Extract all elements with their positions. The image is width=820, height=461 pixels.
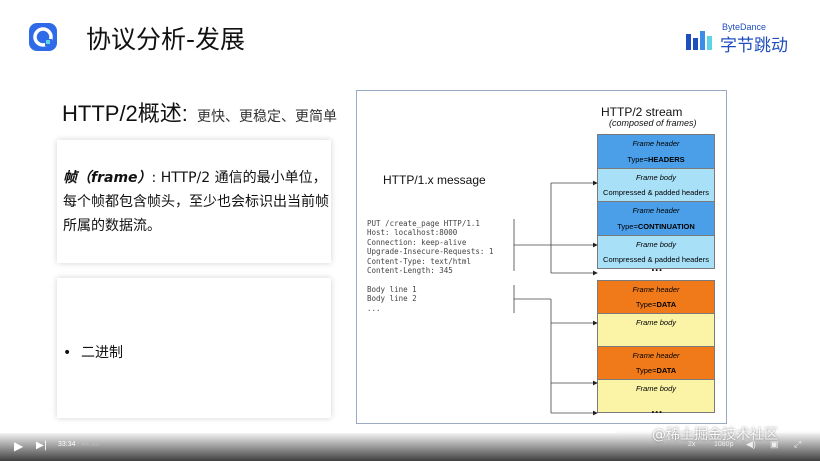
binary-card: • 二进制 [57,278,331,418]
bytedance-bars-icon [686,31,712,50]
section-subtitle: HTTP/2概述: 更快、更稳定、更简单 [62,96,337,128]
app-logo-icon [29,23,57,51]
video-player-bar: ▶ ▶| 33:34 / 44:33 2x 1080p ◀) ▣ ⤢ [0,431,820,461]
frame-label: Frame body [635,240,677,249]
stream-title: HTTP/2 stream [601,105,683,119]
subtitle-colon: : [181,101,188,126]
progress-fill [0,431,618,433]
frame-type: Type=HEADERS [598,155,714,164]
frame-type-value: CONTINUATION [637,222,695,231]
frame-header-data-1: Frame header Type=DATA [597,280,715,314]
bullet-dot: • [63,345,72,361]
page-title: 协议分析-发展 [86,25,246,54]
frame-type-value: DATA [656,300,677,309]
connector-arrows [513,180,598,416]
http1-body-code: Body line 1 Body line 2 ... [367,285,417,313]
frame-type-prefix: Type= [635,300,657,309]
frame-label: Frame body [635,173,677,182]
frame-type-prefix: Type= [617,222,638,231]
progress-track[interactable] [0,431,820,433]
volume-icon[interactable]: ◀) [746,439,756,449]
frame-type-prefix: Type= [627,155,648,164]
frame-label: Frame body [635,384,677,393]
ellipsis-1: ... [651,263,663,274]
watermark: @稀土掘金技术社区 [652,427,778,443]
frame-definition-text: 帧（frame）: HTTP/2 通信的最小单位，每个帧都包含帧头，至少也会标识… [63,166,331,238]
frame-body-data-1: Frame body [597,313,715,347]
frame-header-continuation: Frame header Type=CONTINUATION [597,201,715,236]
frame-type: Type=DATA [598,300,714,309]
frame-label: Frame header [632,139,680,148]
frame-body-headers: Frame body Compressed & padded headers [597,168,715,202]
frame-body-data-2: Frame body [597,379,715,413]
frame-label: Frame header [632,206,680,215]
stream-subtitle: (composed of frames) [609,118,697,128]
subtitle-main: HTTP/2概述 [62,101,182,126]
frame-label: Frame body [635,318,677,327]
frame-stack: Frame header Type=HEADERS Frame body Com… [597,134,715,413]
fullscreen-icon[interactable]: ⤢ [794,439,802,449]
time-display: 33:34 / 44:33 [58,441,99,448]
message-title: HTTP/1.x message [383,173,486,187]
frame-type: Type=DATA [598,366,714,375]
current-time: 33:34 [58,441,76,448]
frame-body-desc: Compressed & padded headers [603,188,709,197]
http1-headers-code: PUT /create_page HTTP/1.1 Host: localhos… [367,219,494,276]
frame-type-prefix: Type= [635,366,657,375]
http2-stream-diagram: HTTP/2 stream (composed of frames) HTTP/… [356,90,727,424]
frame-type: Type=CONTINUATION [598,222,714,231]
frame-type-value: HEADERS [647,155,685,164]
frame-description: : HTTP/2 通信的最小单位，每个帧都包含帧头，至少也会标识出当前帧所属的数… [63,170,329,234]
brand-small-text: ByteDance [722,22,767,32]
frame-type-value: DATA [656,366,677,375]
frame-body-desc: Compressed & padded headers [603,255,709,264]
duration: / 44:33 [77,441,99,448]
frame-term: 帧（frame） [63,170,152,186]
bytedance-logo: ByteDance 字节跳动 [686,22,798,56]
quality-button[interactable]: 1080p [714,441,734,448]
next-icon[interactable]: ▶| [36,440,48,451]
brand-name: 字节跳动 [720,36,788,56]
pip-icon[interactable]: ▣ [770,439,779,449]
bullet-item: • 二进制 [63,342,123,362]
frame-label: Frame header [632,285,680,294]
frame-definition-card: 帧（frame）: HTTP/2 通信的最小单位，每个帧都包含帧头，至少也会标识… [57,140,331,263]
ellipsis-2: ... [651,405,663,416]
subtitle-tagline: 更快、更稳定、更简单 [197,109,338,125]
frame-body-continuation: Frame body Compressed & padded headers [597,235,715,269]
bullet-text: 二进制 [81,345,123,361]
speed-button[interactable]: 2x [688,441,696,448]
play-icon[interactable]: ▶ [14,439,24,453]
frame-label: Frame header [632,351,680,360]
